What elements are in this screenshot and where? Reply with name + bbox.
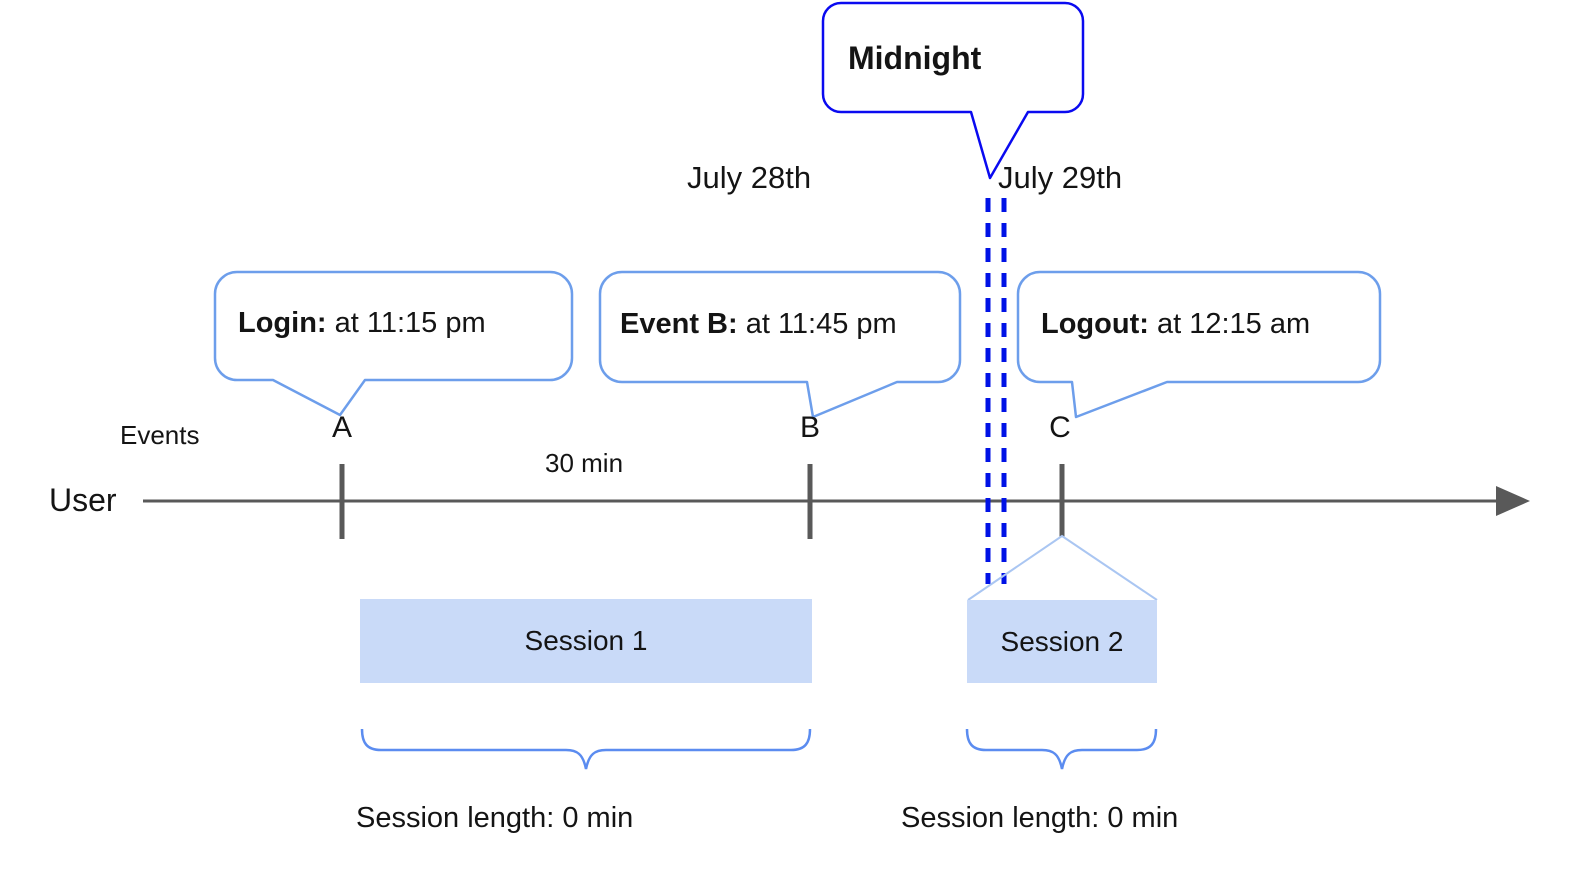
logout-callout-bubble xyxy=(1016,270,1382,419)
user-axis-label: User xyxy=(49,482,117,518)
midnight-label: Midnight xyxy=(848,40,982,76)
event-b-marker-label: B xyxy=(799,411,820,444)
date-july-28-label: July 28th xyxy=(687,160,812,195)
event-b-callout-text: Event B: at 11:45 pm xyxy=(620,308,897,340)
midnight-callout-bubble xyxy=(821,1,1085,180)
session-1-box: Session 1 xyxy=(360,599,812,683)
session-1-length-label: Session length: 0 min xyxy=(356,802,634,834)
session1-brace xyxy=(360,728,812,770)
logout-label: Logout: xyxy=(1041,308,1149,340)
event-a-marker-label: A xyxy=(331,411,352,444)
event-b-time: at 11:45 pm xyxy=(737,308,897,340)
event-b-label: Event B: xyxy=(620,308,738,340)
session-1-label: Session 1 xyxy=(524,625,648,656)
event-c-marker-label: C xyxy=(1049,411,1071,444)
date-july-29-label: July 29th xyxy=(998,160,1123,195)
login-time: at 11:15 pm xyxy=(326,307,486,339)
events-row-label: Events xyxy=(120,420,200,450)
login-label: Login: xyxy=(238,307,327,339)
timeline-arrowhead xyxy=(1496,486,1530,516)
session-2-length-label: Session length: 0 min xyxy=(901,802,1179,834)
logout-time: at 12:15 am xyxy=(1148,308,1311,340)
login-callout-bubble xyxy=(213,270,574,417)
login-callout-text: Login: at 11:15 pm xyxy=(238,307,486,339)
session-2-box: Session 2 xyxy=(967,600,1157,683)
event-b-callout-bubble xyxy=(598,270,962,419)
interval-30min-label: 30 min xyxy=(545,448,624,478)
session2-brace xyxy=(965,728,1158,770)
session-2-label: Session 2 xyxy=(1000,625,1124,657)
session2-chevron-connector xyxy=(967,534,1158,601)
logout-callout-text: Logout: at 12:15 am xyxy=(1041,308,1310,340)
